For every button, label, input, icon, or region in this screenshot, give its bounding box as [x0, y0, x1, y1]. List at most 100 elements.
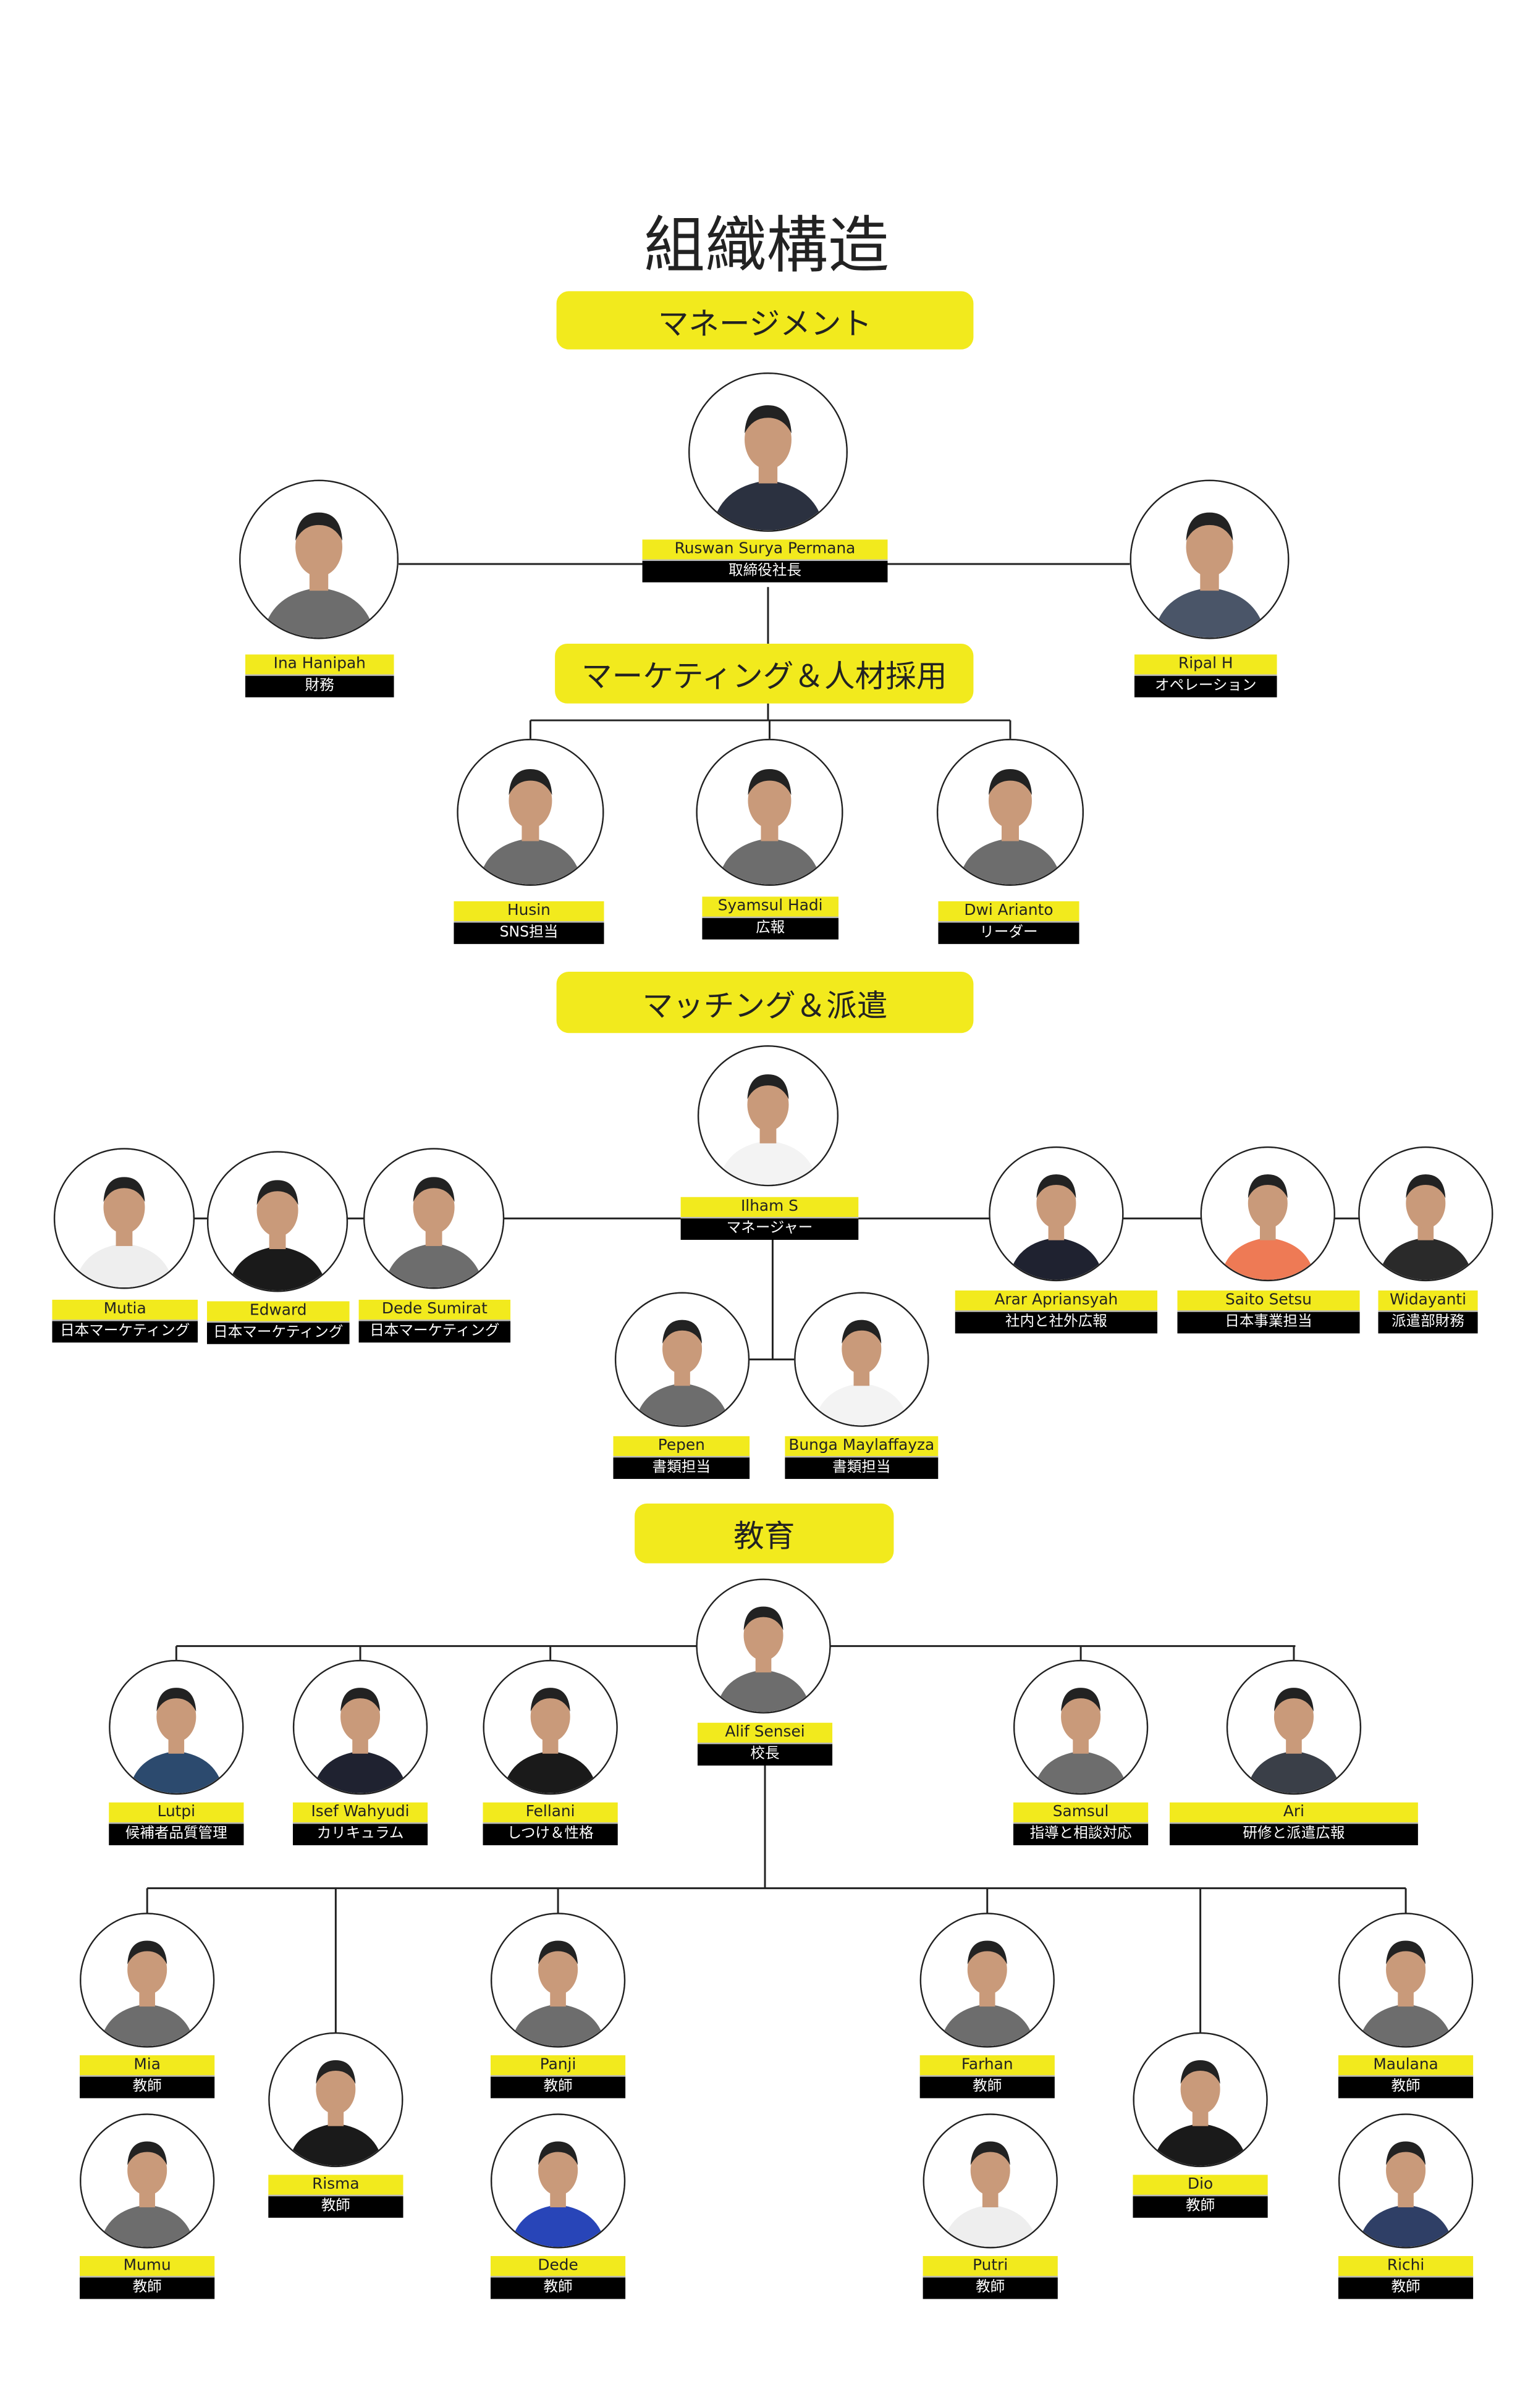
person-silhouette-icon: [1340, 1914, 1472, 2047]
avatar-photo: [1013, 1659, 1149, 1795]
person-silhouette-icon: [616, 1293, 748, 1426]
person-silhouette-icon: [795, 1293, 928, 1426]
person-name: Mutia: [52, 1299, 198, 1321]
person-role: しつけ＆性格: [483, 1824, 618, 1846]
person-name: Ina Hanipah: [245, 654, 394, 676]
person-silhouette-icon: [938, 740, 1083, 885]
section-education: 教育: [635, 1503, 894, 1564]
avatar-photo: [1338, 2113, 1474, 2249]
person-silhouette-icon: [294, 1661, 426, 1793]
person-silhouette-icon: [697, 740, 842, 885]
person-name: Ripal H: [1134, 654, 1277, 676]
person-name: Isef Wahyudi: [292, 1802, 428, 1824]
avatar-photo: [1130, 479, 1290, 639]
person-name: Fellani: [483, 1802, 618, 1824]
person-silhouette-icon: [492, 2115, 624, 2247]
person-role: 派遣部財務: [1378, 1311, 1478, 1334]
page-title: 組織構造: [644, 211, 889, 282]
person-role: 書類担当: [613, 1457, 750, 1480]
avatar-photo: [696, 738, 843, 886]
person-name: Maulana: [1338, 2055, 1474, 2077]
person-role: 校長: [697, 1744, 833, 1766]
person-silhouette-icon: [690, 374, 847, 531]
person-name: Pepen: [613, 1436, 750, 1458]
person-role: 指導と相談対応: [1013, 1824, 1149, 1846]
avatar-photo: [989, 1146, 1124, 1282]
person-role: 広報: [702, 918, 839, 940]
avatar-photo: [688, 372, 848, 532]
person-name: Panji: [490, 2055, 626, 2077]
person-silhouette-icon: [240, 481, 397, 638]
person-silhouette-icon: [208, 1152, 347, 1291]
person-silhouette-icon: [110, 1661, 242, 1793]
person-role: 日本マーケティング: [52, 1321, 198, 1343]
person-name: Dede Sumirat: [358, 1299, 511, 1321]
person-silhouette-icon: [1228, 1661, 1360, 1793]
person-role: 研修と派遣広報: [1170, 1824, 1418, 1846]
person-silhouette-icon: [492, 1914, 624, 2047]
person-role: 教師: [1338, 2277, 1474, 2299]
avatar-photo: [1200, 1146, 1335, 1282]
person-name: Edward: [206, 1301, 350, 1323]
section-matching: マッチング＆派遣: [556, 971, 974, 1034]
person-name: Richi: [1338, 2256, 1474, 2278]
person-name: Syamsul Hadi: [702, 896, 839, 919]
person-role: 教師: [490, 2277, 626, 2299]
person-role: 教師: [268, 2196, 403, 2218]
avatar-photo: [936, 738, 1084, 886]
person-silhouette-icon: [81, 1914, 213, 2047]
section-management: マネージメント: [556, 291, 974, 350]
avatar-photo: [457, 738, 604, 886]
section-marketing: マーケティング＆人材採用: [555, 644, 974, 704]
person-silhouette-icon: [269, 2034, 402, 2166]
person-silhouette-icon: [458, 740, 603, 885]
person-role: 教師: [919, 2076, 1055, 2099]
person-name: Dio: [1133, 2174, 1268, 2197]
person-role: 書類担当: [785, 1457, 939, 1480]
person-name: Farhan: [919, 2055, 1055, 2077]
person-name: Ari: [1170, 1802, 1418, 1824]
person-silhouette-icon: [1134, 2034, 1267, 2166]
avatar-photo: [1133, 2032, 1268, 2168]
person-silhouette-icon: [1015, 1661, 1147, 1793]
avatar-photo: [483, 1659, 618, 1795]
avatar-photo: [1338, 1913, 1474, 2048]
person-name: Bunga Maylaffayza: [785, 1436, 939, 1458]
person-role: 教師: [490, 2076, 626, 2099]
person-role: 日本マーケティング: [206, 1323, 350, 1344]
person-silhouette-icon: [990, 1148, 1123, 1280]
person-name: Dede: [490, 2256, 626, 2278]
person-silhouette-icon: [1131, 481, 1288, 638]
person-silhouette-icon: [484, 1661, 617, 1793]
avatar-photo: [1358, 1146, 1493, 1282]
person-role: リーダー: [938, 922, 1079, 945]
avatar-photo: [794, 1292, 929, 1427]
person-role: マネージャー: [680, 1218, 859, 1240]
person-silhouette-icon: [924, 2115, 1057, 2247]
avatar-photo: [206, 1151, 348, 1292]
person-silhouette-icon: [697, 1580, 830, 1712]
avatar-photo: [923, 2113, 1058, 2249]
avatar-photo: [697, 1045, 839, 1187]
person-silhouette-icon: [55, 1149, 193, 1288]
avatar-photo: [919, 1913, 1055, 2048]
person-name: Saito Setsu: [1177, 1290, 1360, 1312]
avatar-photo: [80, 2113, 215, 2249]
